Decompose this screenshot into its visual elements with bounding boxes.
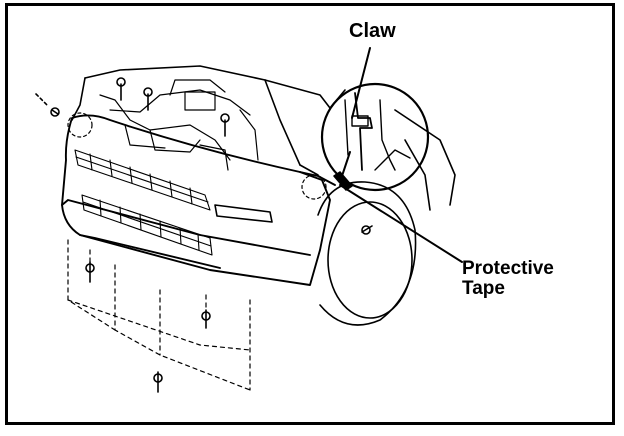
claw-detail-view (320, 82, 430, 192)
front-wheel (317, 181, 417, 326)
lower-screws (85, 261, 211, 393)
upper-bolts (35, 77, 230, 137)
claw-leader-line (351, 47, 371, 119)
protective-tape-mark (333, 171, 353, 191)
engine-bay (99, 79, 259, 171)
protective-tape-label: Protective Tape (462, 259, 554, 299)
dashed-leaders (67, 239, 251, 391)
protective-tape-label-line1: Protective (462, 258, 554, 279)
lower-grille (81, 194, 213, 256)
claw-locator-circles (67, 112, 327, 200)
upper-grille (74, 149, 211, 211)
leader-lines (339, 47, 463, 263)
vehicle-body (71, 65, 456, 211)
claw-label: Claw (349, 20, 396, 42)
protective-tape-label-line2: Tape (462, 277, 505, 299)
fog-light (214, 204, 273, 223)
front-bumper (61, 114, 336, 286)
tape-leader-line (339, 184, 463, 263)
